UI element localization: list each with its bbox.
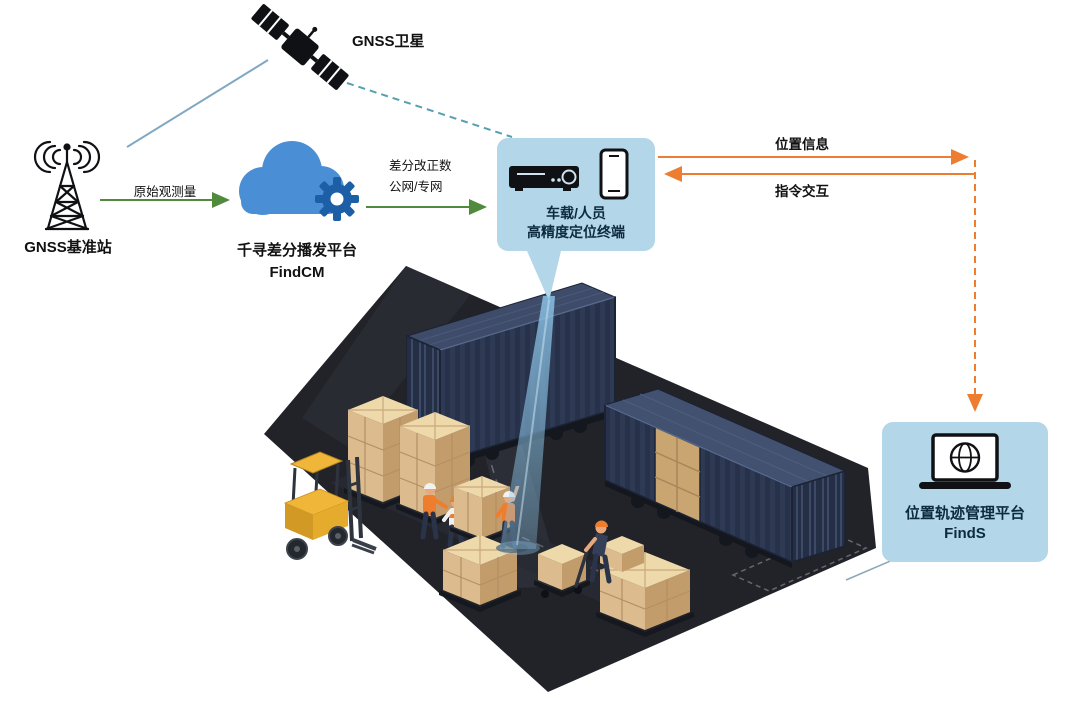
- terminal-card: 车载/人员 高精度定位终端: [497, 138, 655, 251]
- finds-card-name: FindS: [944, 525, 986, 543]
- command-interaction-label: 指令交互: [775, 184, 829, 199]
- box-stack-e: [596, 536, 694, 637]
- terminal-card-tail: [527, 251, 561, 301]
- box-stack-c: [450, 476, 514, 544]
- base-station-label: GNSS基准站: [24, 239, 112, 256]
- satellite-label: GNSS卫星: [352, 33, 425, 50]
- pallet-jack: [534, 544, 590, 598]
- container-2: [603, 388, 847, 568]
- finds-card: 位置轨迹管理平台 FindS: [882, 422, 1048, 562]
- smartphone-icon: [599, 148, 629, 200]
- finds-card-title: 位置轨迹管理平台: [904, 505, 1025, 522]
- terminal-card-title-line1: 车载/人员: [546, 205, 606, 221]
- correction-label-line1: 差分改正数: [389, 159, 452, 173]
- gear-icon: [315, 177, 359, 221]
- positioning-beam: [496, 296, 555, 555]
- radio-tower-icon: [33, 140, 101, 231]
- receiver-device-icon: [509, 166, 579, 191]
- correction-label: 差分改正数 公网/专网: [389, 156, 452, 199]
- cloud-platform-label: 千寻差分播发平台 FindCM: [212, 240, 382, 284]
- cloud-icon: [239, 141, 344, 215]
- terminal-icons: [509, 148, 629, 200]
- leader-line-finds: [845, 558, 896, 581]
- laptop-globe-icon: [919, 433, 1011, 489]
- raw-observation-label: 原始观测量: [133, 185, 197, 199]
- link-satellite-base: [126, 59, 269, 148]
- box-stack-d: [439, 535, 521, 612]
- satellite-icon: [251, 4, 349, 90]
- position-info-label: 位置信息: [775, 137, 829, 152]
- terminal-card-title-line2: 高精度定位终端: [527, 223, 625, 240]
- cloud-platform-name: FindCM: [269, 263, 325, 281]
- worker-4: [584, 520, 612, 584]
- link-satellite-terminal: [346, 82, 513, 138]
- forklift: [283, 451, 377, 560]
- cloud-platform-label-line1: 千寻差分播发平台: [236, 242, 357, 259]
- correction-label-line2: 公网/专网: [389, 180, 443, 195]
- warehouse-scene: [264, 251, 876, 692]
- worker-1: [420, 483, 448, 540]
